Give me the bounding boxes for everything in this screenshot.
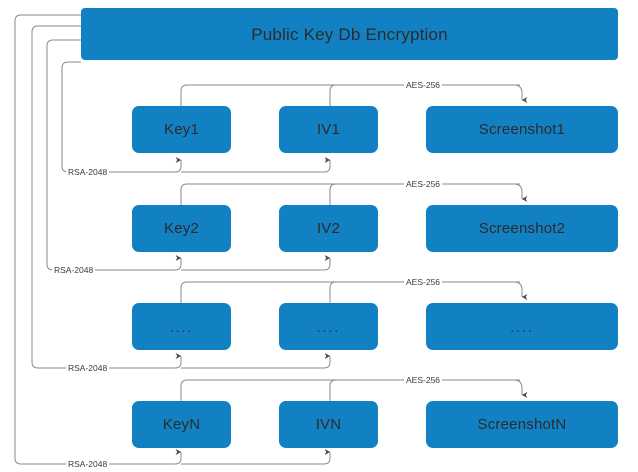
node-screenshot-label-row2: Screenshot2 <box>478 220 566 237</box>
node-screenshot-row4[interactable]: ScreenshotN <box>426 401 618 448</box>
edge-label-aes-row4: AES-256 <box>404 375 443 385</box>
edge-label-aes-row1: AES-256 <box>404 80 443 90</box>
edge-label-rsa-row1: RSA-2048 <box>66 167 110 177</box>
node-key-row2[interactable]: Key2 <box>132 205 231 252</box>
aes-arrow-row4 <box>513 379 528 398</box>
node-key-row3[interactable]: .... <box>132 303 231 350</box>
node-iv-row1[interactable]: IV1 <box>279 106 378 153</box>
aes-key-riser-row3 <box>180 281 520 303</box>
aes-key-riser-row1 <box>180 84 520 106</box>
node-key-row4[interactable]: KeyN <box>132 401 231 448</box>
aes-arrow-row3 <box>513 281 528 300</box>
node-iv-row3[interactable]: .... <box>279 303 378 350</box>
aes-arrow-row2 <box>513 183 528 202</box>
rsa-branch-iv-row1 <box>181 157 331 173</box>
rsa-branch-iv-row4 <box>181 449 331 465</box>
node-iv-label-row1: IV1 <box>316 121 341 138</box>
aes-key-riser-row4 <box>180 379 520 401</box>
node-iv-row4[interactable]: IVN <box>279 401 378 448</box>
node-screenshot-label-row1: Screenshot1 <box>478 121 566 138</box>
node-screenshot-label-row4: ScreenshotN <box>477 416 567 433</box>
aes-arrow-row1 <box>513 84 528 103</box>
aes-key-riser-row2 <box>180 183 520 205</box>
node-key-label-row4: KeyN <box>162 416 201 433</box>
edge-label-aes-row2: AES-256 <box>404 179 443 189</box>
edge-label-rsa-row4: RSA-2048 <box>66 459 110 469</box>
node-key-row1[interactable]: Key1 <box>132 106 231 153</box>
header-box[interactable]: Public Key Db Encryption <box>81 8 618 60</box>
node-key-label-row1: Key1 <box>164 121 199 138</box>
edge-label-rsa-row3: RSA-2048 <box>66 363 110 373</box>
rsa-branch-iv-row3 <box>181 353 331 369</box>
header-label: Public Key Db Encryption <box>251 24 448 44</box>
edge-label-aes-row3: AES-256 <box>404 277 443 287</box>
node-iv-label-row2: IV2 <box>316 220 341 237</box>
node-iv-label-row3: .... <box>316 318 341 335</box>
rsa-branch-iv-row2 <box>181 255 331 271</box>
node-screenshot-row2[interactable]: Screenshot2 <box>426 205 618 252</box>
node-screenshot-row3[interactable]: .... <box>426 303 618 350</box>
node-screenshot-row1[interactable]: Screenshot1 <box>426 106 618 153</box>
node-key-label-row2: Key2 <box>164 220 199 237</box>
node-iv-label-row4: IVN <box>315 416 342 433</box>
edge-label-rsa-row2: RSA-2048 <box>52 265 96 275</box>
node-key-label-row3: .... <box>169 318 194 335</box>
node-screenshot-label-row3: .... <box>510 318 534 335</box>
node-iv-row2[interactable]: IV2 <box>279 205 378 252</box>
